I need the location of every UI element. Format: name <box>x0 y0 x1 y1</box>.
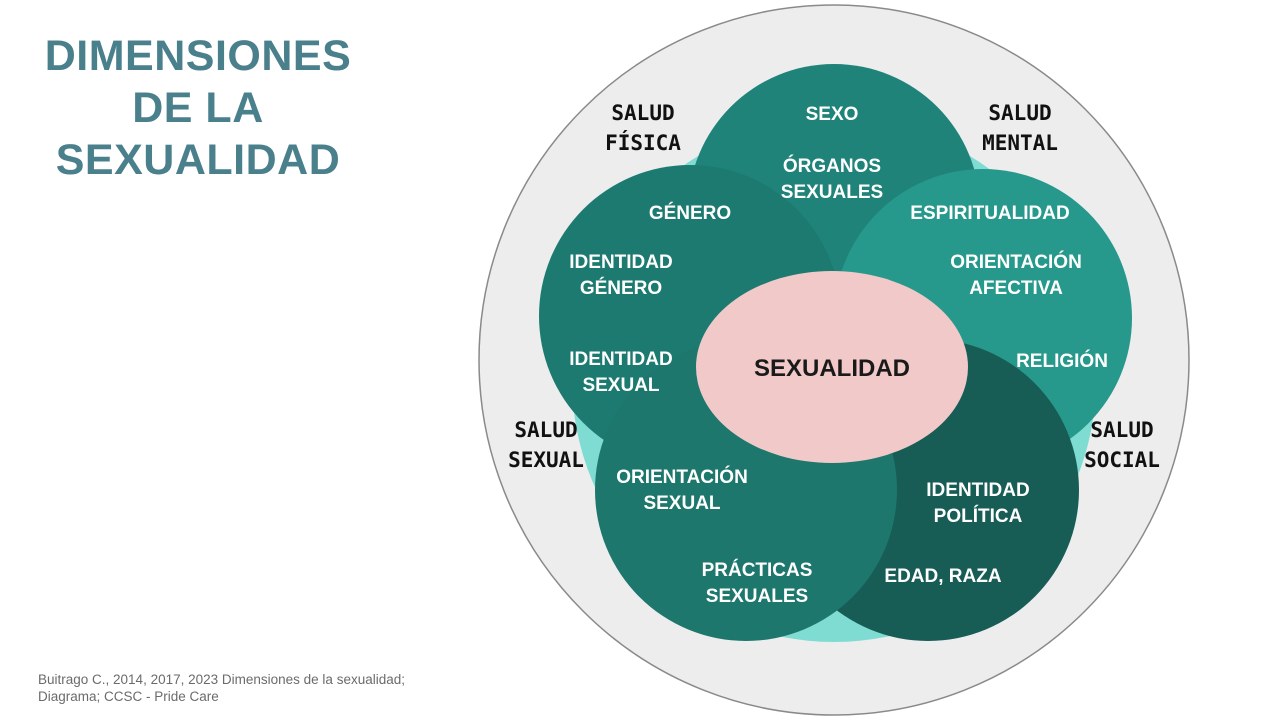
caption-line: Buitrago C., 2014, 2017, 2023 Dimensione… <box>38 672 405 687</box>
source-caption: Buitrago C., 2014, 2017, 2023 Dimensione… <box>38 671 458 705</box>
label-orientacion-afectiva: ORIENTACIÓN <box>950 251 1082 273</box>
title-line: SEXUALIDAD <box>55 136 341 184</box>
label-orientacion-sexual: ORIENTACIÓN <box>616 466 748 488</box>
label-organos-sexuales: ÓRGANOS <box>783 155 881 177</box>
label-organos-sexuales: SEXUALES <box>781 182 883 203</box>
label-edad-raza: EDAD, RAZA <box>884 566 1001 587</box>
label-salud-social: SALUD <box>1090 418 1153 442</box>
label-orientacion-sexual: SEXUAL <box>643 493 720 514</box>
title-line: DE LA <box>132 84 264 132</box>
label-salud-social: SOCIAL <box>1084 448 1160 472</box>
label-religion: RELIGIÓN <box>1016 350 1108 372</box>
label-sexo: SEXO <box>806 104 859 125</box>
label-practicas-sexuales: SEXUALES <box>706 586 808 607</box>
label-salud-mental: SALUD <box>988 101 1051 125</box>
label-practicas-sexuales: PRÁCTICAS <box>702 559 813 581</box>
label-salud-fisica: SALUD <box>611 101 674 125</box>
label-salud-sexual: SALUD <box>514 418 577 442</box>
label-genero: GÉNERO <box>649 202 731 224</box>
page-title: DIMENSIONES DE LA SEXUALIDAD <box>28 30 368 186</box>
label-identidad-genero: IDENTIDAD <box>569 252 672 273</box>
label-salud-fisica: FÍSICA <box>605 130 681 155</box>
label-identidad-genero: GÉNERO <box>580 277 662 299</box>
label-identidad-sexual: IDENTIDAD <box>569 349 672 370</box>
label-identidad-politica: POLÍTICA <box>934 505 1023 527</box>
center-ellipse <box>696 271 968 463</box>
label-espiritualidad: ESPIRITUALIDAD <box>910 203 1069 224</box>
label-salud-mental: MENTAL <box>982 131 1058 155</box>
caption-line: Diagrama; CCSC - Pride Care <box>38 689 219 704</box>
title-line: DIMENSIONES <box>44 32 352 80</box>
label-identidad-sexual: SEXUAL <box>582 375 659 396</box>
label-salud-sexual: SEXUAL <box>508 448 584 472</box>
label-orientacion-afectiva: AFECTIVA <box>969 278 1063 299</box>
center-label: SEXUALIDAD <box>754 355 910 382</box>
label-identidad-politica: IDENTIDAD <box>926 480 1029 501</box>
